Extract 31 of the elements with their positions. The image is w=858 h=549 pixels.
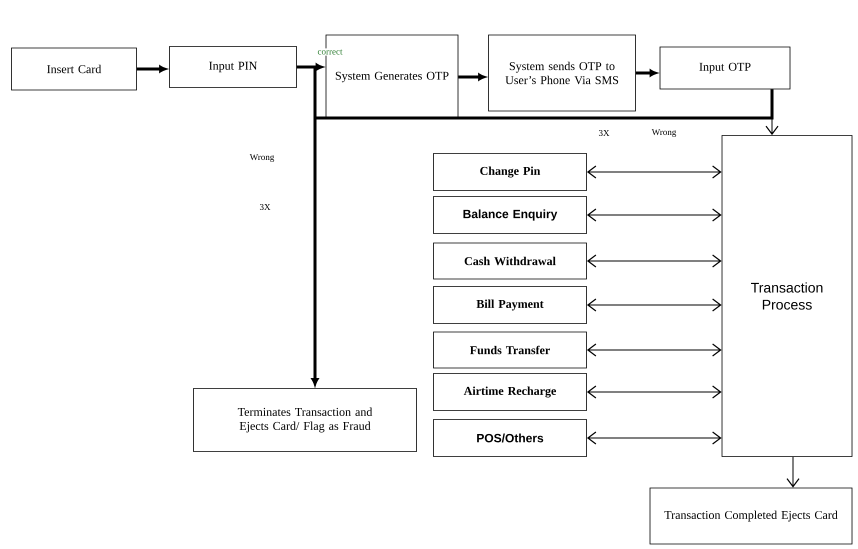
arrow	[586, 386, 722, 398]
arrow	[786, 456, 800, 488]
process-box: Insert Card	[11, 48, 137, 90]
process-box: Transaction Completed Ejects Card	[650, 488, 852, 544]
process-box: Terminates Transaction and Ejects Card/ Flag as Fraud	[193, 388, 417, 452]
arrow	[586, 344, 722, 356]
option-box: Cash Withdrawal	[433, 242, 587, 280]
arrow	[458, 73, 486, 81]
process-box: System sends OTP to User’s Phone Via SMS	[488, 34, 636, 112]
count-label: 3X	[260, 204, 270, 210]
arrow	[586, 208, 722, 222]
edge-label: correct	[316, 48, 344, 56]
option-box: Funds Transfer	[433, 332, 587, 368]
arrow	[586, 254, 722, 268]
process-box: Input PIN	[169, 46, 297, 88]
option-box: Change Pin	[433, 153, 587, 191]
option-box: Bill Payment	[433, 286, 587, 324]
option-box: Balance Enquiry	[433, 196, 587, 234]
arrow	[311, 89, 774, 386]
count-label: 3X	[598, 130, 610, 136]
arrow	[586, 298, 722, 312]
arrow	[136, 65, 167, 73]
option-box: POS/Others	[433, 419, 587, 457]
arrow	[586, 166, 722, 178]
edge-label: Wrong	[650, 128, 678, 138]
process-box: Input OTP	[660, 46, 790, 90]
option-box: Airtime Recharge	[433, 373, 587, 411]
process-box: Transaction Process	[722, 135, 852, 457]
arrow	[636, 69, 658, 77]
edge-label: Wrong	[248, 153, 276, 163]
arrow	[586, 432, 722, 444]
